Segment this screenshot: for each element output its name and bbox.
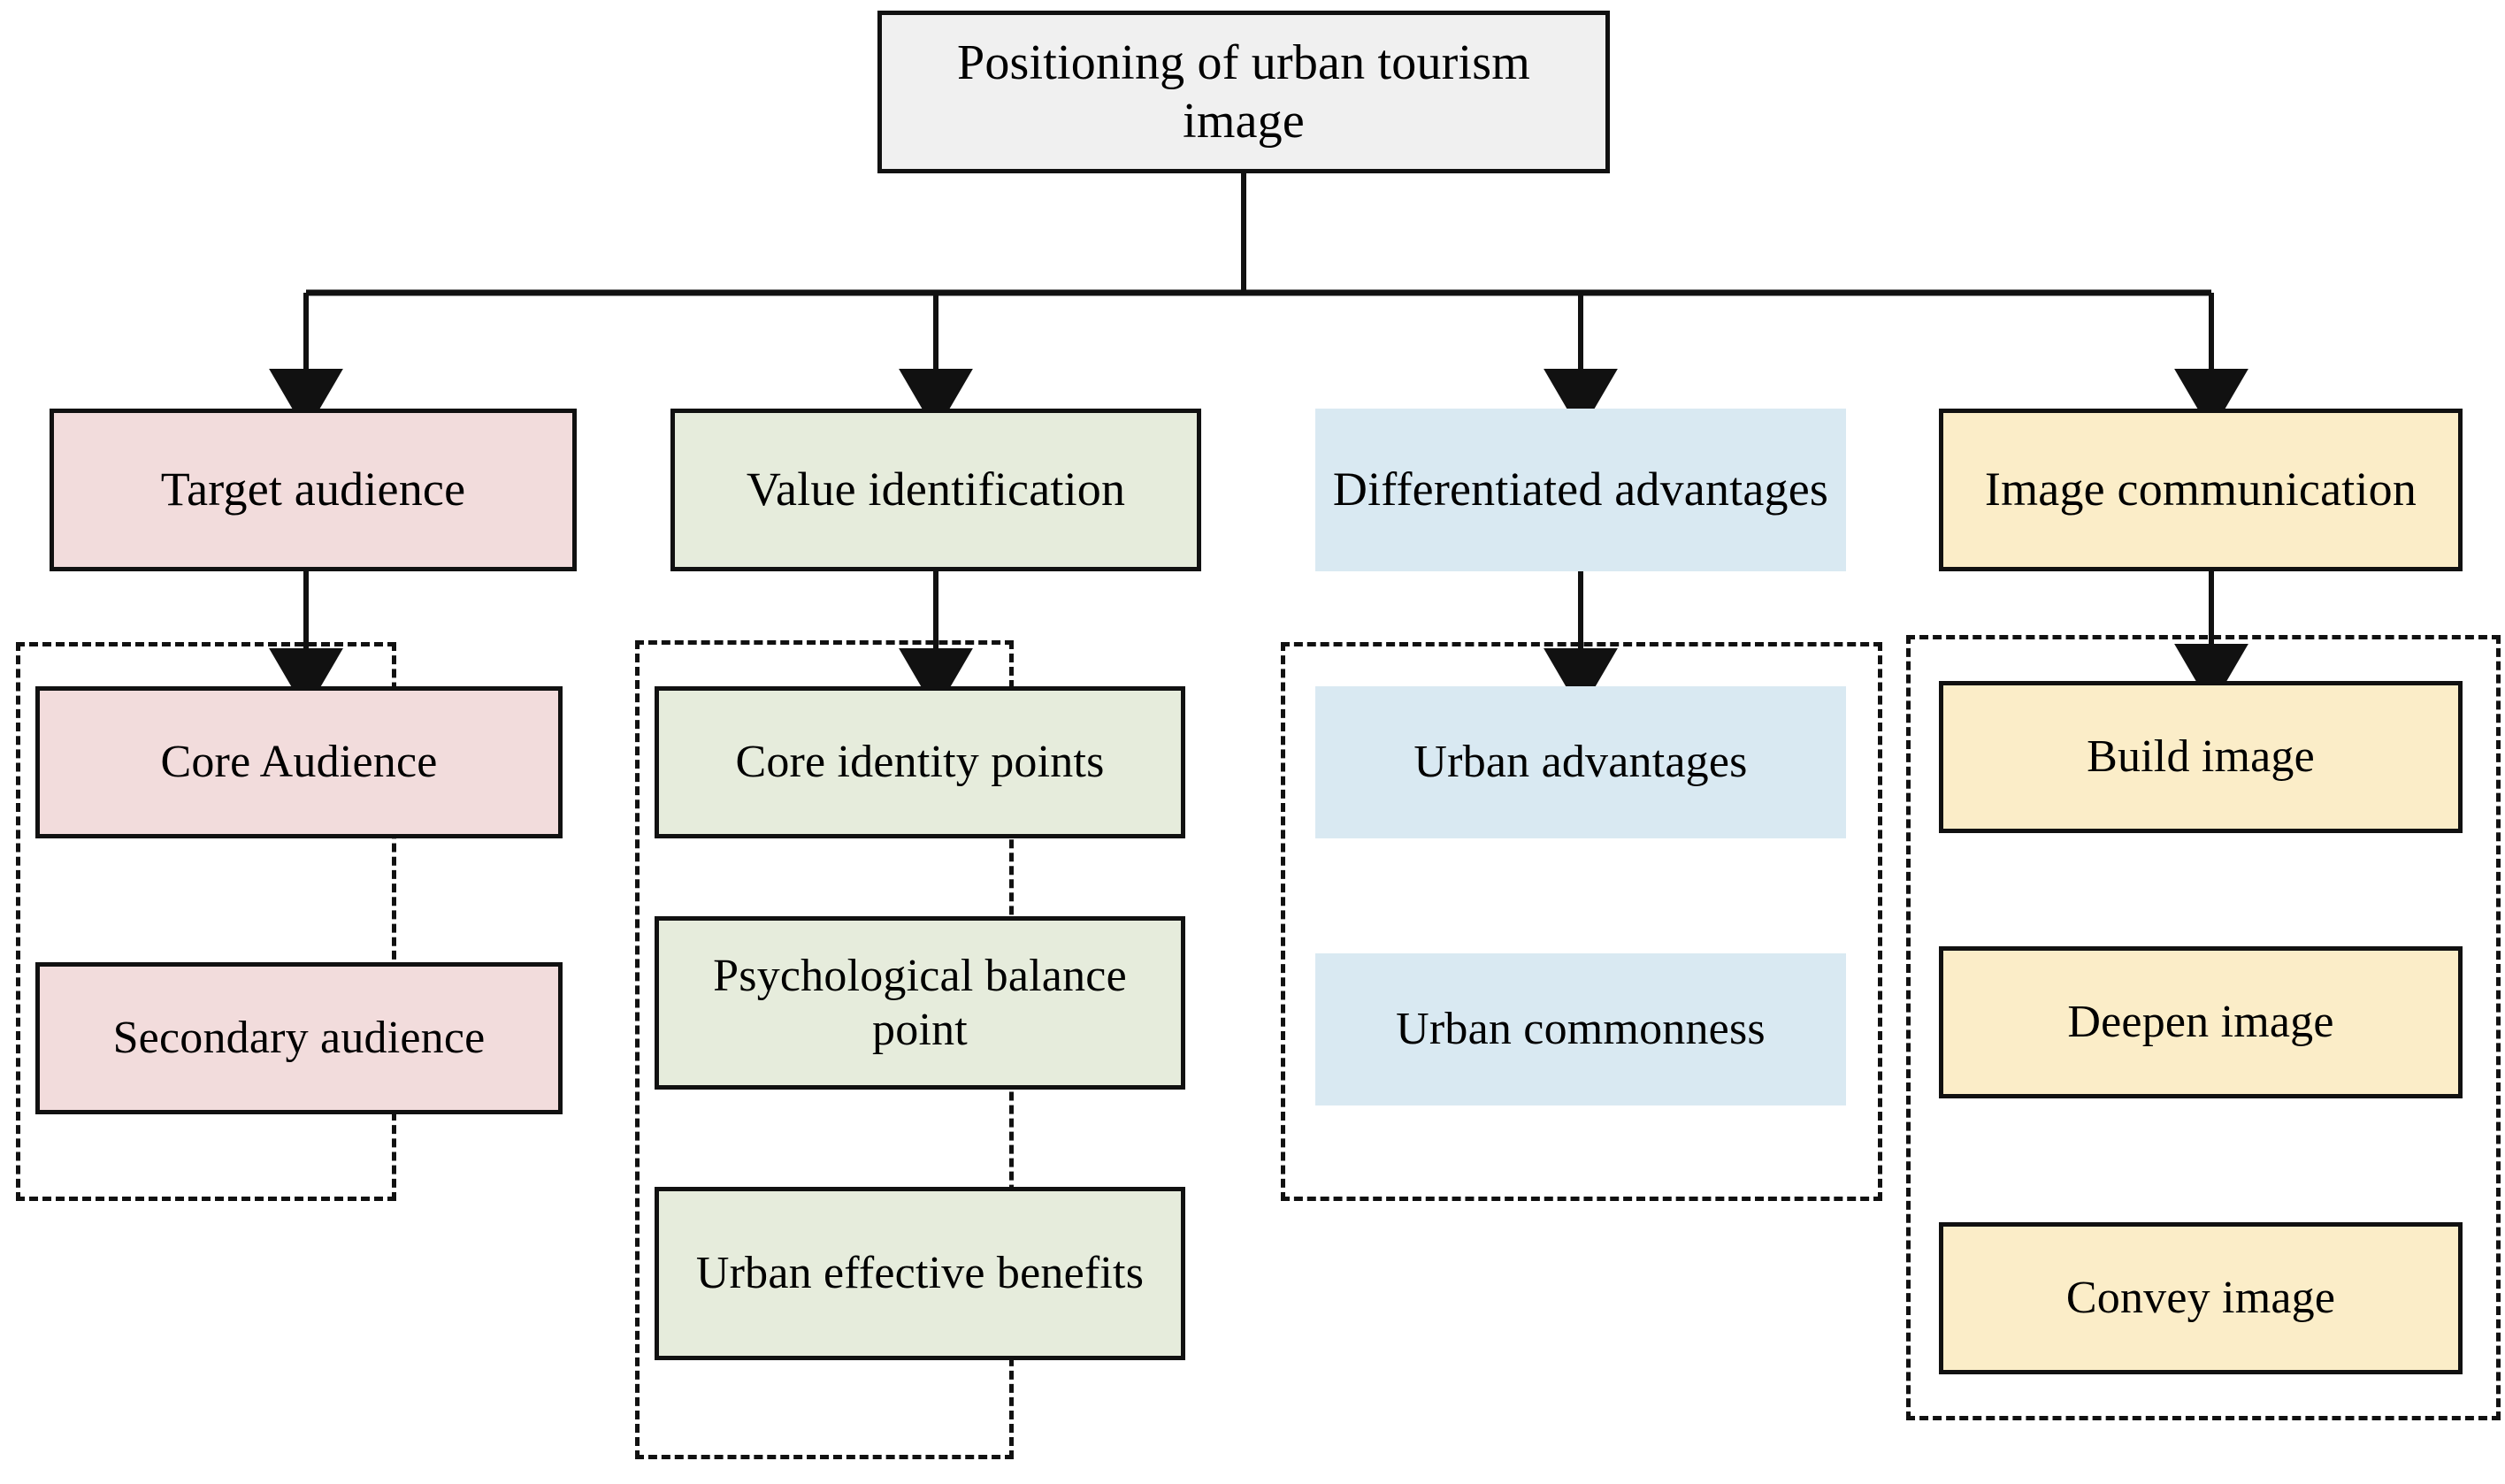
group-container-differentiated-advantages <box>1281 642 1882 1201</box>
category-node-value-identification[interactable]: Value identification <box>670 409 1201 571</box>
leaf-node-psychological-balance-point[interactable]: Psychological balance point <box>655 916 1185 1090</box>
leaf-node-secondary-audience[interactable]: Secondary audience <box>35 962 563 1114</box>
category-node-differentiated-advantages[interactable]: Differentiated advantages <box>1315 409 1846 571</box>
leaf-node-urban-commonness[interactable]: Urban commonness <box>1315 953 1846 1105</box>
category-node-target-audience[interactable]: Target audience <box>50 409 577 571</box>
category-node-image-communication[interactable]: Image communication <box>1939 409 2463 571</box>
leaf-node-build-image[interactable]: Build image <box>1939 681 2463 833</box>
group-container-image-communication <box>1906 635 2501 1420</box>
leaf-node-deepen-image[interactable]: Deepen image <box>1939 946 2463 1098</box>
leaf-node-urban-advantages[interactable]: Urban advantages <box>1315 686 1846 838</box>
leaf-node-core-identity-points[interactable]: Core identity points <box>655 686 1185 838</box>
leaf-node-convey-image[interactable]: Convey image <box>1939 1222 2463 1374</box>
group-container-target-audience <box>16 642 396 1201</box>
leaf-node-core-audience[interactable]: Core Audience <box>35 686 563 838</box>
root-node-positioning-of-urban-tourism-image[interactable]: Positioning of urban tourism image <box>877 11 1610 173</box>
leaf-node-urban-effective-benefits[interactable]: Urban effective benefits <box>655 1187 1185 1360</box>
